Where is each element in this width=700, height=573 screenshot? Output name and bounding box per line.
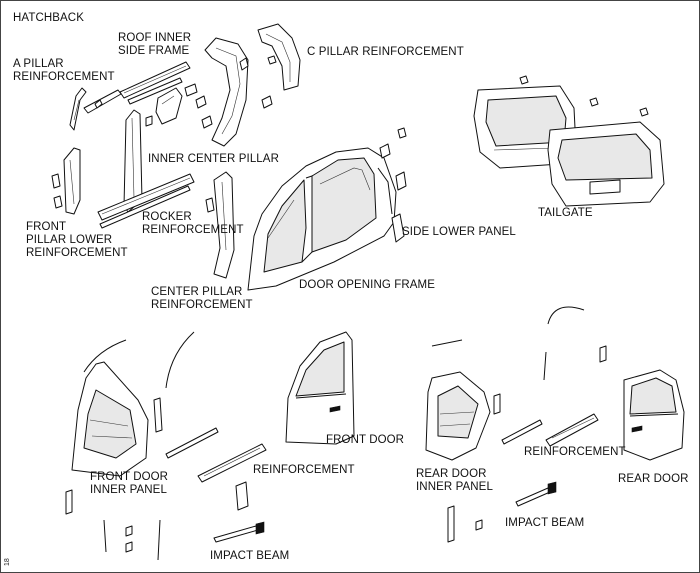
front-door-part: [285, 331, 355, 445]
rear-reinforcement-part: [501, 413, 599, 447]
center-pillar-reinforcement-part: [205, 171, 235, 279]
label-rear-door: REAR DOOR: [618, 473, 689, 485]
rocker-reinforcement-part: [97, 173, 195, 229]
label-roof-inner-side-frame: ROOF INNER SIDE FRAME: [118, 32, 192, 57]
side-lower-panel-part: [379, 127, 407, 243]
diagram-title: HATCHBACK: [13, 12, 84, 24]
front-reinforcement-part: [165, 427, 267, 511]
label-tailgate: TAILGATE: [538, 207, 593, 219]
front-impact-beam-part: [213, 521, 265, 543]
page-marker: 18: [4, 558, 11, 566]
front-door-inner-panel-part: [65, 331, 195, 561]
label-front-pillar-lower-reinforcement: FRONT PILLAR LOWER REINFORCEMENT: [26, 221, 128, 259]
label-rocker-reinforcement: ROCKER REINFORCEMENT: [142, 211, 244, 236]
label-front-door: FRONT DOOR: [326, 434, 405, 446]
rear-door-inner-panel-part: [425, 306, 607, 543]
roof-inner-side-frame-part: [119, 61, 191, 105]
a-pillar-reinforcement-part: [69, 87, 122, 131]
label-front-door-inner-panel: FRONT DOOR INNER PANEL: [90, 471, 169, 496]
rear-door-part: [623, 369, 685, 461]
label-center-pillar-reinforcement: CENTER PILLAR REINFORCEMENT: [151, 286, 253, 311]
tailgate-part: [473, 75, 665, 207]
label-rear-door-inner-panel: REAR DOOR INNER PANEL: [416, 468, 493, 493]
label-c-pillar-reinforcement: C PILLAR REINFORCEMENT: [307, 46, 464, 58]
inner-center-pillar-part: [123, 83, 198, 213]
rear-impact-beam-part: [515, 481, 557, 507]
label-side-lower-panel: SIDE LOWER PANEL: [402, 226, 516, 238]
label-rear-impact-beam: IMPACT BEAM: [505, 517, 585, 529]
front-pillar-lower-reinforcement-part: [51, 147, 81, 215]
label-front-reinforcement: REINFORCEMENT: [253, 464, 355, 476]
label-door-opening-frame: DOOR OPENING FRAME: [299, 279, 435, 291]
label-inner-center-pillar: INNER CENTER PILLAR: [148, 153, 279, 165]
label-rear-reinforcement: REINFORCEMENT: [524, 446, 626, 458]
c-pillar-reinforcement-part: [195, 23, 301, 147]
door-opening-frame-part: [247, 147, 397, 291]
label-a-pillar-reinforcement: A PILLAR REINFORCEMENT: [13, 58, 115, 83]
label-front-impact-beam: IMPACT BEAM: [210, 550, 290, 562]
